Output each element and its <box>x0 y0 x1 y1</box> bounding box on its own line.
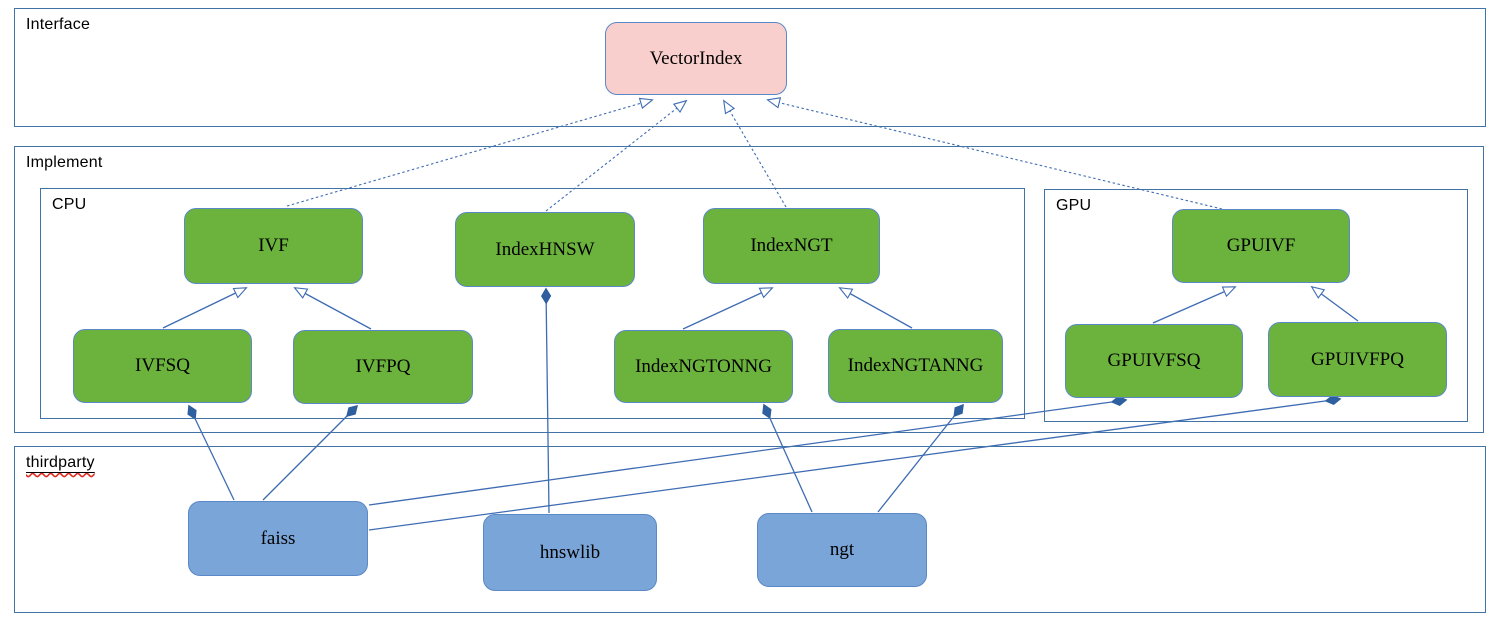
container-thirdparty-label: thirdparty <box>26 454 95 472</box>
edge-indexngtonng-to-indexngt <box>682 288 772 330</box>
node-faiss[interactable]: faiss <box>188 501 368 576</box>
node-gpuivfsq-label: GPUIVFSQ <box>1107 350 1201 371</box>
edge-ngt-to-indexngtonng <box>762 403 813 513</box>
node-indexngt-label: IndexNGT <box>750 235 833 256</box>
node-ivf-label: IVF <box>258 235 289 256</box>
edge-ivfsq-to-ivf <box>162 288 246 329</box>
node-ivfsq[interactable]: IVFSQ <box>73 329 252 403</box>
node-indexngtanng-label: IndexNGTANNG <box>847 355 984 376</box>
node-faiss-label: faiss <box>260 527 296 549</box>
node-gpuivfpq[interactable]: GPUIVFPQ <box>1268 322 1447 397</box>
node-indexngt[interactable]: IndexNGT <box>703 208 880 284</box>
edge-indexngtanng-to-indexngt <box>840 288 913 329</box>
node-indexngtonng-label: IndexNGTONNG <box>635 355 772 377</box>
node-hnswlib[interactable]: hnswlib <box>483 514 657 591</box>
node-vectorindex[interactable]: VectorIndex <box>605 22 787 95</box>
container-interface-label: Interface <box>26 16 91 33</box>
edge-gpuivfpq-to-gpuivf <box>1312 287 1359 322</box>
edge-hnswlib-to-indexhnsw <box>541 287 552 514</box>
edge-indexngt-to-vectorindex <box>724 101 787 208</box>
node-vectorindex-label: VectorIndex <box>649 47 743 69</box>
edge-faiss-to-gpuivfsq <box>368 395 1128 506</box>
edge-faiss-to-ivfsq <box>187 404 235 501</box>
node-indexngtanng[interactable]: IndexNGTANNG <box>828 329 1003 403</box>
container-gpu-label: GPU <box>1056 197 1092 214</box>
container-gpu[interactable]: GPU <box>1044 189 1468 422</box>
node-gpuivfsq[interactable]: GPUIVFSQ <box>1065 324 1243 398</box>
container-cpu-label: CPU <box>52 196 87 213</box>
container-cpu[interactable]: CPU <box>40 188 1025 419</box>
edge-ivf-to-vectorindex <box>286 100 652 207</box>
node-ivfsq-label: IVFSQ <box>135 355 190 376</box>
node-ivfpq[interactable]: IVFPQ <box>293 330 473 404</box>
node-hnswlib-label: hnswlib <box>539 541 601 563</box>
node-ngt-label: ngt <box>829 539 855 560</box>
node-ivf[interactable]: IVF <box>184 208 363 284</box>
node-gpuivf[interactable]: GPUIVF <box>1172 209 1350 283</box>
node-indexhnsw-label: IndexHNSW <box>495 238 595 260</box>
node-ngt[interactable]: ngt <box>757 513 927 587</box>
edge-gpuivfsq-to-gpuivf <box>1152 287 1235 324</box>
edge-faiss-to-ivfpq <box>262 404 359 501</box>
node-indexhnsw[interactable]: IndexHNSW <box>455 212 635 287</box>
node-ivfpq-label: IVFPQ <box>355 356 411 377</box>
container-implement-label: Implement <box>26 154 103 171</box>
container-implement[interactable]: Implement <box>14 146 1484 433</box>
node-gpuivf-label: GPUIVF <box>1226 235 1296 256</box>
node-indexngtonng[interactable]: IndexNGTONNG <box>614 330 793 403</box>
container-interface[interactable]: Interface <box>14 8 1486 127</box>
node-gpuivfpq-label: GPUIVFPQ <box>1311 348 1404 370</box>
edge-ngt-to-indexngtanng <box>877 403 964 513</box>
edge-faiss-to-gpuivfpq <box>368 394 1342 531</box>
container-thirdparty-label-text: thirdparty <box>26 454 95 471</box>
edge-ivfpq-to-ivf <box>295 288 372 330</box>
container-thirdparty[interactable]: thirdparty <box>14 446 1486 613</box>
